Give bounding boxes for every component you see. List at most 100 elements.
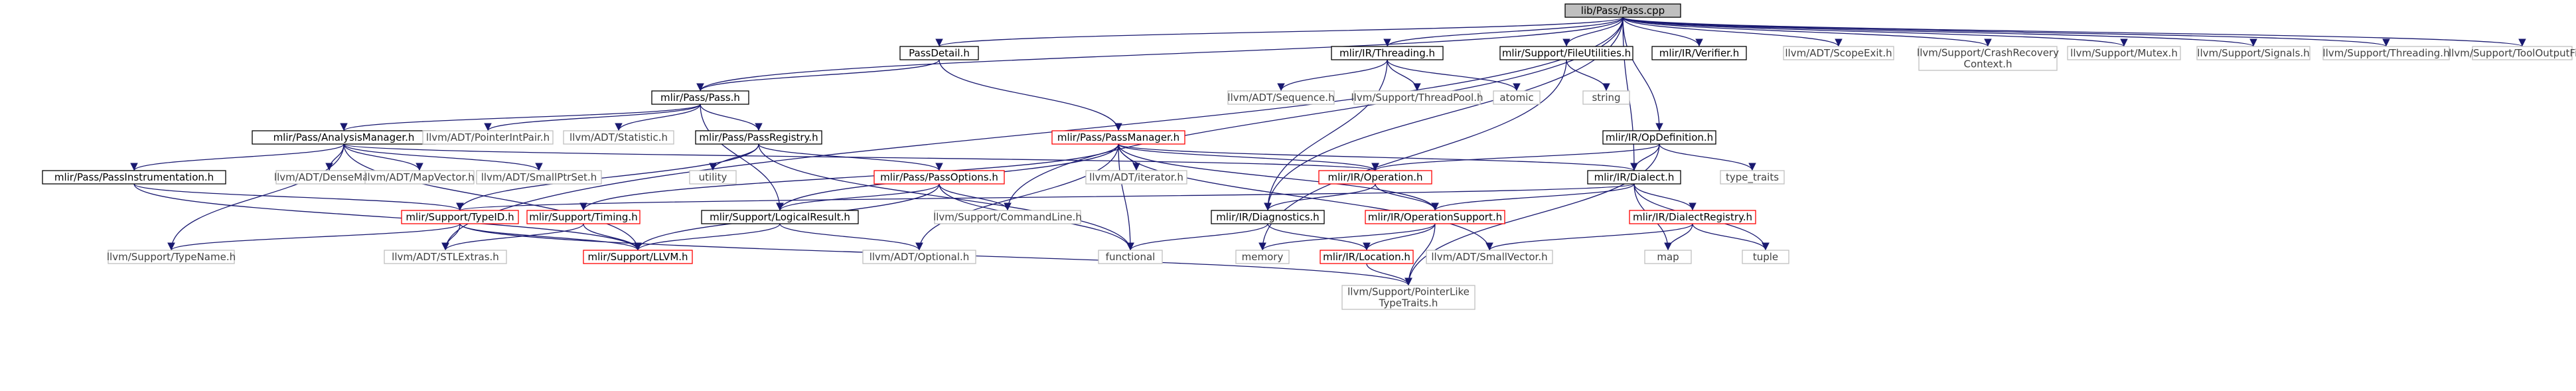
- node-functional: functional: [1098, 250, 1163, 264]
- node-typename: llvm/Support/TypeName.h: [107, 250, 236, 264]
- node-tooloutput: llvm/Support/ToolOutputFile.h: [2449, 46, 2576, 60]
- node-passregistry[interactable]: mlir/Pass/PassRegistry.h: [695, 130, 822, 145]
- node-functional-label: functional: [1106, 251, 1156, 263]
- node-signals: llvm/Support/Signals.h: [2196, 46, 2311, 60]
- edge-passinstr-to-typeid: [133, 183, 464, 211]
- node-opdef-box: [1602, 130, 1716, 145]
- node-analysismgr[interactable]: mlir/Pass/AnalysisManager.h: [252, 130, 436, 145]
- node-llvmthreading-box: [2322, 46, 2450, 60]
- node-root[interactable]: lib/Pass/Pass.cpp: [1564, 3, 1681, 18]
- node-tuple-box: [1742, 250, 1789, 264]
- node-fileutils[interactable]: mlir/Support/FileUtilities.h: [1499, 46, 1633, 60]
- edge-passoptions-to-cmdline: [939, 183, 1012, 211]
- node-operation[interactable]: mlir/IR/Operation.h: [1318, 170, 1432, 185]
- node-passregistry-label: mlir/Pass/PassRegistry.h: [699, 131, 818, 143]
- edge-passdetail-to-pass: [696, 59, 940, 92]
- node-timing-box: [526, 210, 641, 224]
- edge-analysismgr-to-mapvector: [343, 143, 423, 171]
- node-location[interactable]: mlir/IR/Location.h: [1320, 250, 1414, 264]
- node-cmdline-box: [934, 210, 1081, 224]
- edge-passmanager-to-functional: [1118, 143, 1134, 251]
- node-logicalresult[interactable]: mlir/Support/LogicalResult.h: [701, 210, 859, 224]
- edge-dialectreg-to-smallvector: [1485, 223, 1693, 251]
- node-map-box: [1644, 250, 1692, 264]
- node-passinstr[interactable]: mlir/Pass/PassInstrumentation.h: [42, 170, 226, 185]
- edge-dialect-to-typeid: [457, 183, 1635, 211]
- edge-analysismgr-to-llvmh: [343, 143, 642, 251]
- edge-root-to-llvmthreading: [1622, 17, 2390, 47]
- node-llvmh-box: [583, 250, 693, 264]
- node-smallptrset-label: llvm/ADT/SmallPtrSet.h: [481, 171, 597, 183]
- node-typeid[interactable]: mlir/Support/TypeID.h: [401, 210, 519, 224]
- edge-opsupport-to-memory: [1258, 223, 1436, 251]
- node-opdef[interactable]: mlir/IR/OpDefinition.h: [1602, 130, 1716, 145]
- node-map-label: map: [1657, 251, 1679, 263]
- node-passdetail[interactable]: PassDetail.h: [899, 46, 979, 60]
- node-dialectreg-box: [1629, 210, 1756, 224]
- edge-opdef-to-dialect: [1630, 143, 1660, 171]
- node-timing[interactable]: mlir/Support/Timing.h: [526, 210, 641, 224]
- node-tooloutput-label: llvm/Support/ToolOutputFile.h: [2449, 47, 2576, 59]
- edge-passinstr-to-llvmh: [133, 183, 642, 251]
- node-verifier[interactable]: mlir/IR/Verifier.h: [1651, 46, 1747, 60]
- node-threading-label: mlir/IR/Threading.h: [1339, 47, 1435, 59]
- node-diagnostics-box: [1211, 210, 1325, 224]
- node-functional-box: [1098, 250, 1163, 264]
- node-dialect-box: [1587, 170, 1681, 185]
- node-passoptions-box: [873, 170, 1005, 185]
- node-mapvector-box: [364, 170, 475, 185]
- edge-analysismgr-to-typename: [167, 143, 344, 251]
- edge-typeid-to-typename: [167, 223, 461, 251]
- node-dialectreg[interactable]: mlir/IR/DialectRegistry.h: [1629, 210, 1756, 224]
- node-passmanager[interactable]: mlir/Pass/PassManager.h: [1051, 130, 1185, 145]
- node-analysismgr-label: mlir/Pass/AnalysisManager.h: [273, 131, 415, 143]
- node-smallvector-label: llvm/ADT/SmallVector.h: [1431, 251, 1547, 263]
- node-diagnostics-label: mlir/IR/Diagnostics.h: [1216, 211, 1319, 223]
- node-cmdline-label: llvm/Support/CommandLine.h: [933, 211, 1082, 223]
- edge-timing-to-stlextras: [441, 223, 584, 251]
- node-pass[interactable]: mlir/Pass/Pass.h: [651, 90, 749, 105]
- node-passoptions-label: mlir/Pass/PassOptions.h: [880, 171, 998, 183]
- node-stlextras-box: [384, 250, 507, 264]
- node-signals-box: [2196, 46, 2311, 60]
- edge-typeid-to-stlextras: [441, 223, 461, 251]
- edge-threading-to-sequence: [1277, 59, 1388, 92]
- edge-dialectreg-to-map: [1664, 223, 1693, 251]
- node-opsupport-label: mlir/IR/OperationSupport.h: [1368, 211, 1502, 223]
- node-pass-box: [651, 90, 749, 105]
- node-iterator: llvm/ADT/iterator.h: [1085, 170, 1187, 185]
- edge-root-to-mutex: [1622, 17, 2128, 47]
- edge-passmanager-to-opsupport: [1118, 143, 1439, 211]
- node-statistic: llvm/ADT/Statistic.h: [563, 130, 674, 145]
- edge-diagnostics-to-functional: [1126, 223, 1268, 251]
- node-passmanager-label: mlir/Pass/PassManager.h: [1057, 131, 1179, 143]
- node-tuple: tuple: [1742, 250, 1789, 264]
- node-opsupport[interactable]: mlir/IR/OperationSupport.h: [1365, 210, 1505, 224]
- edge-dialect-to-opsupport: [1431, 183, 1635, 211]
- edge-root-to-opdef: [1622, 17, 1663, 131]
- node-root-label: lib/Pass/Pass.cpp: [1581, 5, 1665, 17]
- node-passoptions[interactable]: mlir/Pass/PassOptions.h: [873, 170, 1005, 185]
- node-llvmh[interactable]: mlir/Support/LLVM.h: [583, 250, 693, 264]
- node-diagnostics[interactable]: mlir/IR/Diagnostics.h: [1211, 210, 1325, 224]
- node-threading[interactable]: mlir/IR/Threading.h: [1331, 46, 1444, 60]
- node-pointerintpair: llvm/ADT/PointerIntPair.h: [422, 130, 554, 145]
- node-memory-label: memory: [1242, 251, 1284, 263]
- node-location-label: mlir/IR/Location.h: [1323, 251, 1410, 263]
- node-passdetail-label: PassDetail.h: [909, 47, 970, 59]
- edge-passregistry-to-passoptions: [758, 143, 943, 171]
- node-dialect[interactable]: mlir/IR/Dialect.h: [1587, 170, 1681, 185]
- node-threadpool-label: llvm/Support/ThreadPool.h: [1351, 92, 1483, 104]
- node-passdetail-box: [899, 46, 979, 60]
- edge-threading-to-atomic: [1387, 59, 1521, 92]
- node-passinstr-box: [42, 170, 226, 185]
- node-logicalresult-box: [701, 210, 859, 224]
- node-mapvector: llvm/ADT/MapVector.h: [364, 170, 475, 185]
- node-crashrec-box: [1918, 46, 2058, 71]
- node-map: map: [1644, 250, 1692, 264]
- node-iterator-box: [1085, 170, 1187, 185]
- node-scopeexit-box: [1783, 46, 1894, 60]
- edge-passoptions-to-logicalresult: [776, 183, 940, 211]
- node-pointerlike-label: TypeTraits.h: [1379, 297, 1438, 309]
